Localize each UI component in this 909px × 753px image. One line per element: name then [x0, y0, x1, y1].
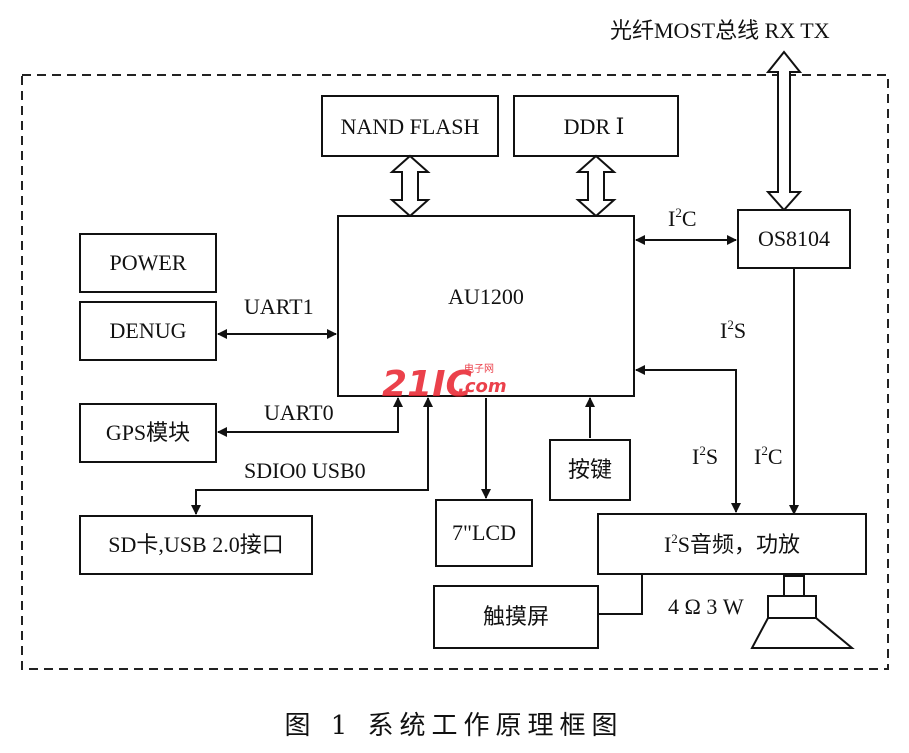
- gps-module-block: GPS模块: [79, 403, 217, 463]
- speaker-spec-label: 4 Ω 3 W: [668, 594, 744, 619]
- system-boundary: [21, 74, 889, 670]
- svg-text:OS8104: OS8104: [758, 226, 830, 251]
- sd-cpu-sdio-usb-line: [191, 397, 433, 515]
- svg-text:.com: .com: [458, 376, 507, 397]
- watermark-logo: 21IC .com 电子网: [382, 362, 507, 405]
- touch-screen-block: 触摸屏: [433, 585, 599, 649]
- svg-text:I2S音频，功放: I2S音频，功放: [664, 531, 800, 557]
- figure-caption: 图 1 系统工作原理框图: [284, 711, 623, 741]
- lcd-block: 7"LCD: [435, 499, 533, 567]
- au1200-cpu-block: AU1200: [337, 215, 635, 397]
- i2c-bottom-label: I2C: [754, 443, 783, 469]
- power-block: POWER: [79, 233, 217, 293]
- i2s-right-label: I2S: [720, 317, 746, 343]
- most-bus-label: 光纤MOST总线 RX TX: [610, 18, 830, 43]
- svg-text:POWER: POWER: [110, 250, 187, 275]
- svg-text:触摸屏: 触摸屏: [483, 604, 549, 629]
- sd-usb-block: SD卡,USB 2.0接口: [79, 515, 313, 575]
- ddr-block: DDR Ⅰ: [513, 95, 679, 157]
- svg-text:SD卡,USB 2.0接口: SD卡,USB 2.0接口: [108, 532, 283, 557]
- touch-audio-line: [598, 574, 643, 615]
- ddr-cpu-arrow: [575, 154, 617, 218]
- nand-flash-block: NAND FLASH: [321, 95, 499, 157]
- svg-text:电子网: 电子网: [464, 362, 494, 375]
- denug-block: DENUG: [79, 301, 217, 361]
- svg-text:DDR Ⅰ: DDR Ⅰ: [564, 114, 625, 139]
- sdio-usb-label: SDIO0 USB0: [244, 458, 366, 483]
- cpu-audio-i2s-line: [635, 365, 741, 513]
- uart1-label: UART1: [244, 294, 314, 319]
- i2s-mid-label: I2S: [692, 443, 718, 469]
- speaker-icon: [750, 575, 855, 649]
- svg-text:AU1200: AU1200: [448, 284, 524, 309]
- svg-text:DENUG: DENUG: [110, 318, 187, 343]
- svg-text:21IC: 21IC: [382, 364, 472, 405]
- svg-text:按键: 按键: [568, 457, 612, 482]
- svg-text:GPS模块: GPS模块: [106, 420, 190, 445]
- keys-block: 按键: [549, 439, 631, 501]
- nand-cpu-arrow: [389, 154, 431, 218]
- os8104-block: OS8104: [737, 209, 851, 269]
- audio-amplifier-block: I2S音频，功放: [597, 513, 867, 575]
- uart0-label: UART0: [264, 400, 334, 425]
- svg-text:7"LCD: 7"LCD: [452, 520, 516, 545]
- i2c-top-label: I2C: [668, 205, 697, 231]
- svg-text:NAND FLASH: NAND FLASH: [341, 114, 480, 139]
